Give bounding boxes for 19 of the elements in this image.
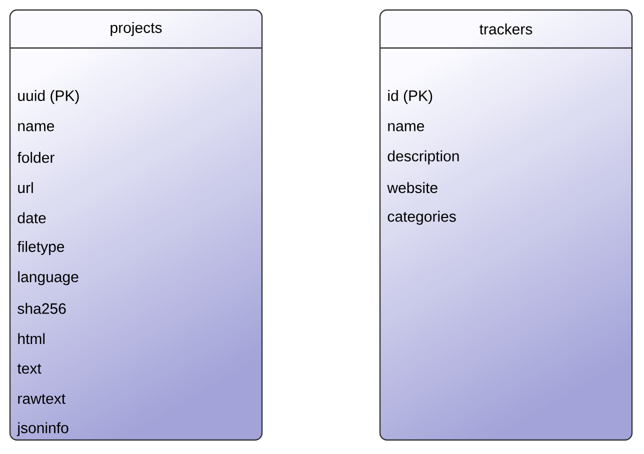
field-name: text xyxy=(17,364,42,374)
table-header: projects xyxy=(110,22,162,36)
field-name: name xyxy=(388,123,424,132)
field-name: html xyxy=(18,333,45,344)
field-name: uuid (PK) xyxy=(18,90,79,104)
field-name: language xyxy=(18,271,78,286)
field-name: rawtext xyxy=(18,394,66,404)
field-name: sha256 xyxy=(18,302,66,314)
field-name: id (PK) xyxy=(388,90,432,104)
field-name: website xyxy=(387,182,438,194)
field-name: date xyxy=(18,212,46,224)
field-name: categories xyxy=(388,210,456,225)
field-name: description xyxy=(388,150,459,164)
field-name: jsoninfo xyxy=(16,422,68,436)
field-name: url xyxy=(18,182,33,194)
field-name: folder xyxy=(17,152,54,163)
field-name: name xyxy=(18,123,54,132)
table-header: trackers xyxy=(480,24,532,34)
field-name: filetype xyxy=(17,241,64,255)
